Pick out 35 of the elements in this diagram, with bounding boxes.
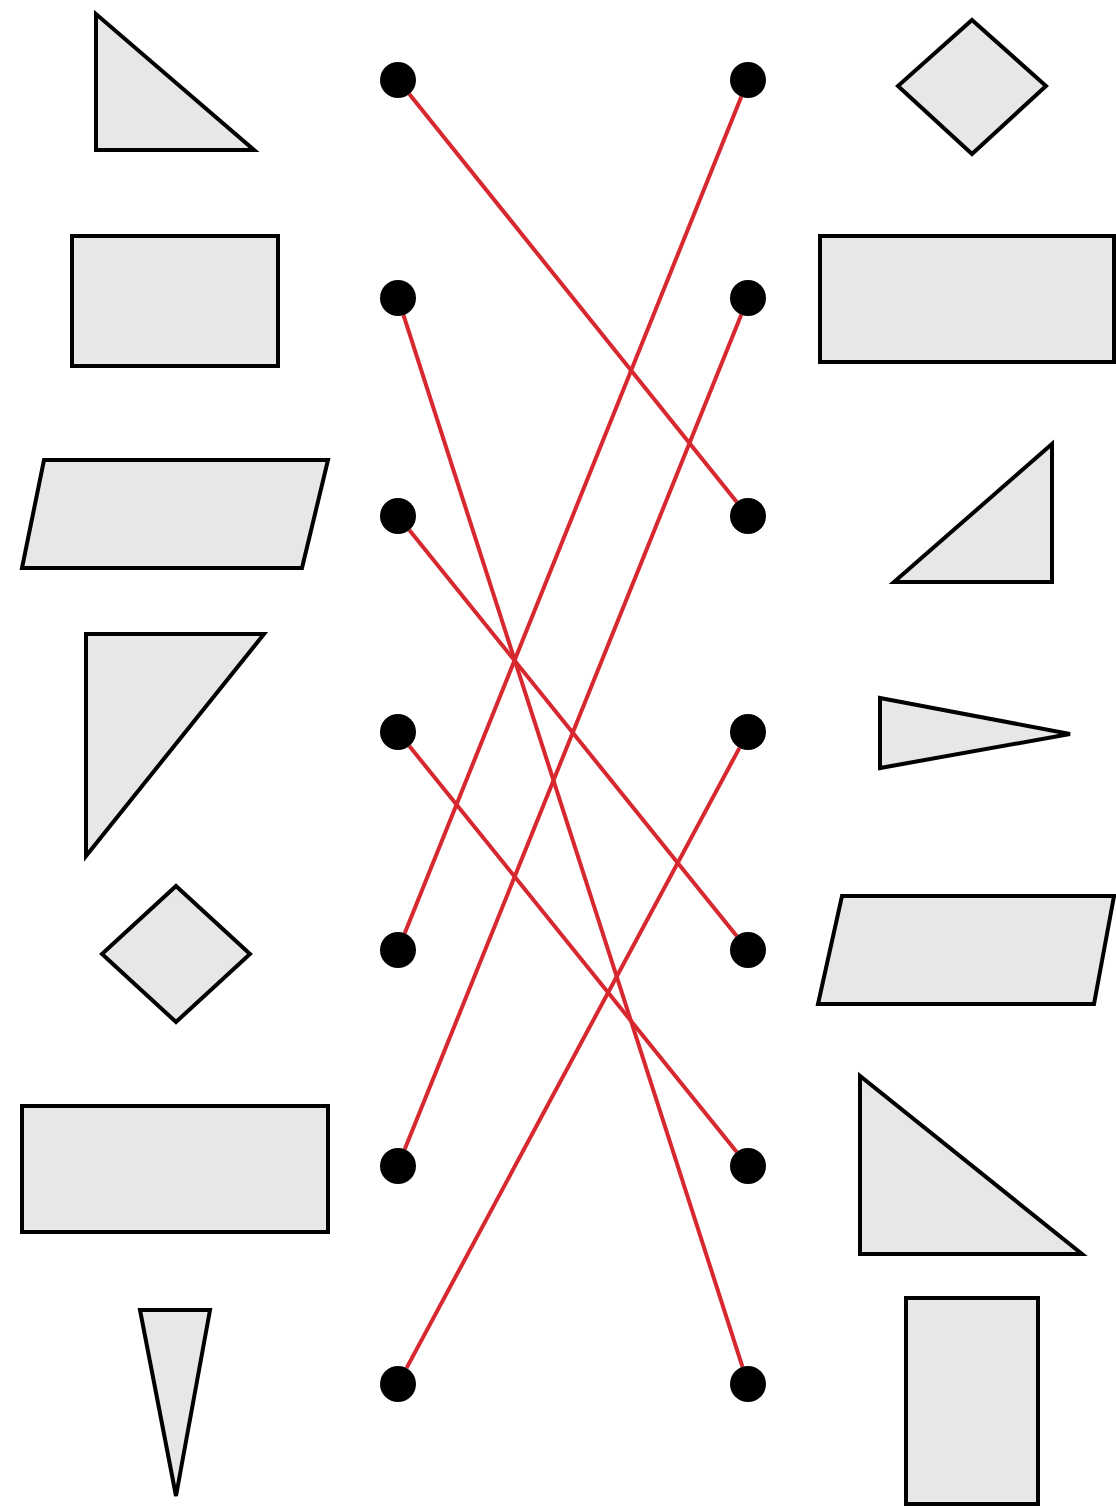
dot [730,1148,766,1184]
dot [380,714,416,750]
dot [730,1366,766,1402]
connecting-line [401,314,745,1368]
parallelogram-shape [19,458,331,570]
dot [380,1366,416,1402]
triangle-shape [878,695,1072,771]
dot [730,280,766,316]
triangle-shape [858,1071,1088,1256]
connecting-line [404,746,742,1370]
dot [380,1148,416,1184]
diamond-shape [99,883,253,1025]
dot [380,62,416,98]
rectangle-shape [70,234,280,368]
dot [380,280,416,316]
dot [730,498,766,534]
connecting-line [402,95,744,935]
rectangle-shape [904,1296,1040,1506]
parallelogram-shape [815,894,1116,1006]
rectangle-shape [20,1104,330,1234]
dot [730,62,766,98]
triangle-shape [137,1308,213,1498]
dot [730,932,766,968]
dot [380,498,416,534]
connecting-line [402,313,744,1151]
rectangle-shape [818,234,1116,364]
triangle-shape [94,9,260,152]
connecting-line [407,744,739,1154]
dot [730,714,766,750]
triangle-shape [84,632,269,862]
connecting-line [407,92,739,504]
dot [380,932,416,968]
connecting-line [407,528,739,938]
diamond-shape [895,17,1049,157]
triangle-shape [888,439,1054,584]
